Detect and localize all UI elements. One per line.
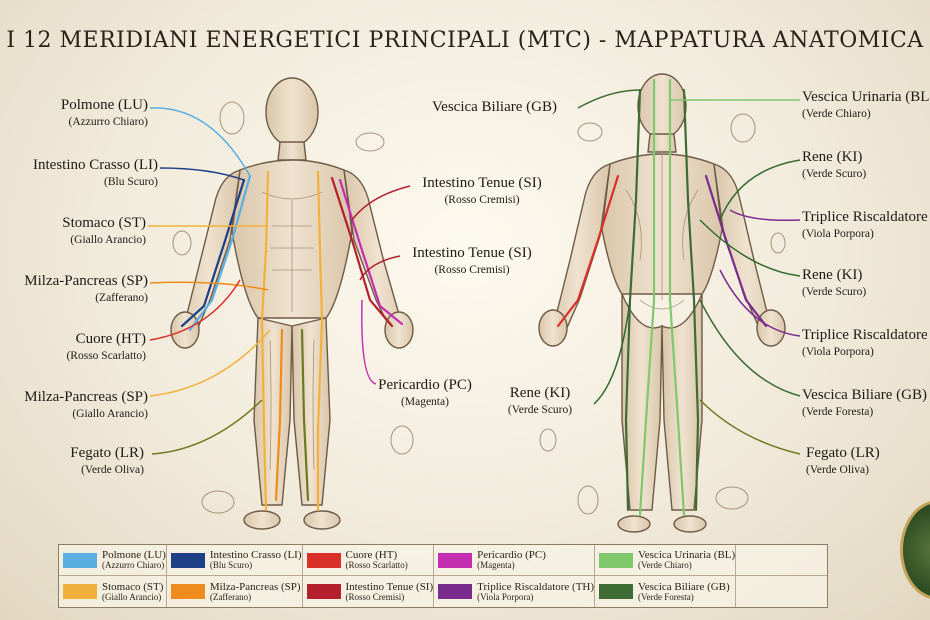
legend-item-ht: Cuore (HT)(Rosso Scarlatto): [302, 545, 435, 576]
stomach-sketch-icon: [172, 230, 192, 256]
leader-lines: [148, 89, 801, 455]
back-left-hand: [756, 309, 786, 347]
page-title: I 12 MERIDIANI ENERGETICI PRINCIPALI (MT…: [6, 28, 924, 53]
kidney-sketch-icon-3: [577, 485, 599, 515]
front-neck: [277, 141, 307, 161]
back-left-foot: [673, 515, 707, 533]
label-th: Triplice Riscaldatore (TH) (Viola Porpor…: [802, 209, 930, 240]
legend-item-gb: Vescica Biliare (GB)(Verde Foresta): [595, 576, 737, 607]
legend-swatch: [170, 552, 205, 568]
heart-sketch-icon: [390, 425, 414, 455]
liver-sketch-icon-2: [201, 490, 235, 514]
back-right-hand: [538, 309, 568, 347]
label-ki: Rene (KI) (Verde Scuro): [802, 149, 867, 180]
kidney-sketch-icon-2: [539, 428, 557, 452]
front-meridians: [180, 170, 404, 512]
legend-item-sp: Milza-Pancreas (SP)(Zafferano): [167, 576, 303, 607]
label-pc: Pericardio (PC) (Magenta): [378, 377, 472, 408]
legend: Polmone (LU)(Azzurro Chiaro) Intestino C…: [58, 544, 828, 608]
front-right-arm: [174, 169, 241, 333]
front-left-leg: [291, 317, 331, 506]
liver-sketch-icon-4: [715, 486, 749, 510]
meridian-lu-front: [188, 174, 252, 332]
label-ht: Cuore (HT) (Rosso Scarlatto): [66, 331, 146, 362]
back-neck: [647, 133, 677, 153]
back-right-foot: [617, 515, 651, 533]
legend-swatch: [63, 552, 97, 568]
back-muscle-lines: [625, 150, 699, 310]
meridian-bl-back-2: [668, 78, 686, 517]
legend-item-st: Stomaco (ST)(Giallo Arancio): [59, 576, 167, 607]
front-right-foot: [243, 510, 281, 530]
front-head: [265, 77, 319, 147]
legend-swatch: [438, 584, 473, 599]
front-left-foot: [303, 510, 341, 530]
front-left-hand: [384, 311, 414, 349]
label-gb-back: Vescica Biliare (GB): [432, 99, 557, 115]
legend-item-lu: Polmone (LU)(Azzurro Chiaro): [59, 545, 167, 576]
meridian-lr-front: [300, 328, 310, 502]
legend-item-bl: Vescica Urinaria (BL)(Verde Chiaro): [595, 545, 737, 576]
meridian-st-front: [260, 170, 270, 512]
label-sp-2: Milza-Pancreas (SP) (Giallo Arancio): [24, 389, 148, 420]
legend-swatch: [63, 584, 97, 599]
meridian-ht-back: [556, 174, 620, 328]
front-right-leg: [253, 317, 293, 506]
label-lr-back: Fegato (LR) (Verde Oliva): [806, 445, 880, 476]
lungs-sketch-icon: [219, 101, 245, 135]
back-right-arm: [544, 163, 611, 331]
legend-item-pc: Pericardio (PC)(Magenta): [434, 545, 596, 576]
liver-sketch-icon: [355, 132, 385, 152]
legend-swatch: [438, 552, 473, 568]
legend-swatch: [306, 584, 341, 599]
meridian-si-front: [330, 176, 394, 328]
back-head: [637, 73, 687, 139]
legend-swatch: [306, 552, 341, 568]
back-left-arm: [713, 163, 782, 331]
legend-item-empty-2: [736, 576, 827, 607]
label-gb: Vescica Biliare (GB) (Verde Foresta): [802, 387, 927, 418]
label-si-2: Intestino Tenue (SI) (Rosso Cremisi): [412, 245, 532, 276]
label-bl: Vescica Urinaria (BL) (Verde Chiaro): [802, 89, 930, 120]
meridian-th-back: [704, 174, 768, 328]
label-ki-2: Rene (KI) (Verde Scuro): [802, 267, 867, 298]
back-meridians: [556, 78, 768, 517]
meridian-bl-back: [638, 78, 656, 517]
legend-item-empty: [736, 545, 827, 576]
meridian-st-front-2: [316, 170, 324, 512]
kidney-sketch-icon: [770, 232, 786, 254]
label-ki-back: Rene (KI) (Verde Scuro): [507, 385, 573, 416]
stomach-sketch-icon-2: [730, 113, 756, 143]
legend-item-th: Triplice Riscaldatore (TH)(Viola Porpora…: [434, 576, 596, 607]
liver-sketch-icon-3: [577, 122, 603, 142]
label-lr: Fegato (LR) (Verde Oliva): [70, 445, 144, 476]
meridian-pc-front: [338, 178, 404, 326]
label-si: Intestino Tenue (SI) (Rosso Cremisi): [422, 175, 542, 206]
front-muscle-lines: [261, 191, 323, 471]
legend-swatch: [599, 584, 634, 599]
legend-item-li: Intestino Crasso (LI)(Blu Scuro): [166, 545, 303, 576]
label-lu: Polmone (LU) (Azzurro Chiaro): [60, 97, 148, 128]
legend-item-si: Intestino Tenue (SI)(Rosso Cremisi): [303, 576, 435, 607]
label-sp: Milza-Pancreas (SP) (Zafferano): [24, 273, 148, 304]
legend-swatch: [599, 552, 634, 568]
label-li: Intestino Crasso (LI) (Blu Scuro): [33, 157, 158, 188]
label-st: Stomaco (ST) (Giallo Arancio): [62, 215, 146, 246]
label-th-2: Triplice Riscaldatore (TH) (Viola Porpor…: [802, 327, 930, 358]
meridian-gb-back-2: [682, 88, 700, 512]
meridian-sp-front: [274, 328, 284, 502]
meridian-li-front: [180, 178, 246, 328]
legend-swatch: [170, 584, 205, 599]
organ-sketches: [172, 101, 786, 515]
